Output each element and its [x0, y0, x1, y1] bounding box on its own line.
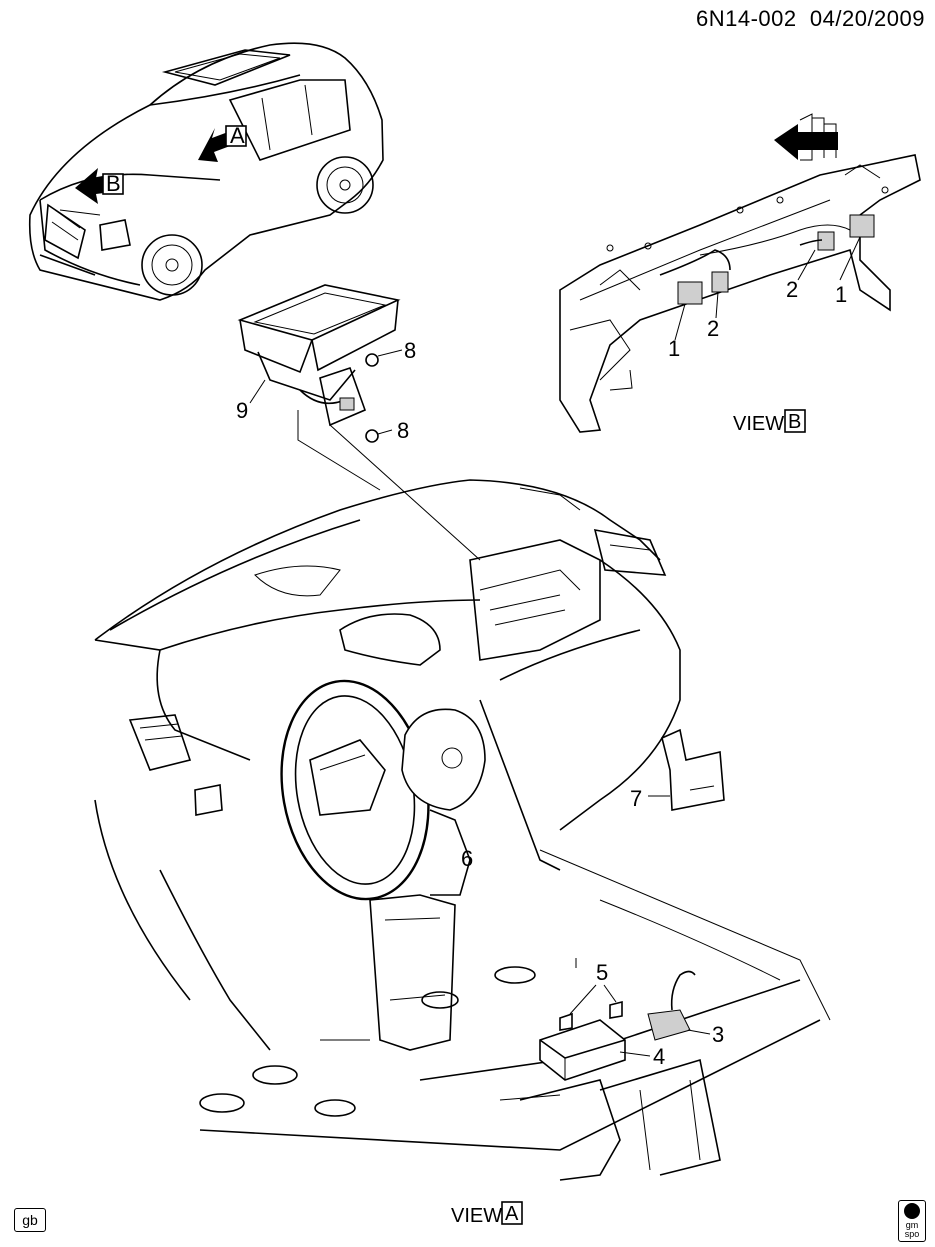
logo-spo-text: spo	[904, 1229, 920, 1239]
callout-4: 4	[653, 1044, 665, 1069]
callout-1-left: 1	[668, 336, 680, 361]
callout-8-bottom: 8	[397, 418, 409, 443]
callout-3: 3	[712, 1022, 724, 1047]
callout-2-right: 2	[786, 277, 798, 302]
logo-dot	[904, 1203, 920, 1219]
diagram-code: 6N14-002	[696, 6, 797, 31]
part-7-bracket	[661, 728, 725, 811]
arrow-b-letter: B	[106, 171, 121, 196]
dashboard-illustration	[94, 479, 831, 1181]
diagram-header: 6N14-002 04/20/2009	[696, 6, 925, 32]
view-b-label: VIEW B	[733, 409, 806, 435]
part-3-connector	[647, 970, 696, 1041]
view-a-label: VIEW A	[451, 1201, 523, 1227]
callout-6: 6	[461, 846, 473, 871]
svg-text:VIEW: VIEW	[451, 1205, 502, 1227]
callout-5: 5	[596, 960, 608, 985]
callout-9: 9	[236, 398, 248, 423]
arrow-a-letter: A	[230, 123, 245, 148]
callout-7: 7	[630, 786, 642, 811]
svg-text:B: B	[788, 411, 801, 433]
callout-8-top: 8	[404, 338, 416, 363]
svg-text:A: A	[505, 1203, 519, 1225]
gb-badge: gb	[14, 1208, 46, 1232]
vehicle-illustration: A B	[28, 42, 384, 301]
logo-gm-text: gm	[905, 1220, 919, 1230]
gm-spo-logo-icon: gm spo	[898, 1200, 926, 1242]
callout-1-right: 1	[835, 282, 847, 307]
part-5-nuts	[559, 958, 623, 1031]
arrow-b-icon	[75, 168, 124, 204]
arrow-a-icon	[198, 125, 247, 162]
svg-text:VIEW: VIEW	[733, 413, 784, 435]
front-direction-arrow-icon	[774, 113, 838, 161]
view-b-bracket	[559, 154, 921, 433]
part-4-sensing-module	[539, 1019, 626, 1081]
passenger-airbag-module	[237, 284, 401, 443]
diagram-date: 04/20/2009	[809, 6, 925, 31]
callout-2-left: 2	[707, 316, 719, 341]
